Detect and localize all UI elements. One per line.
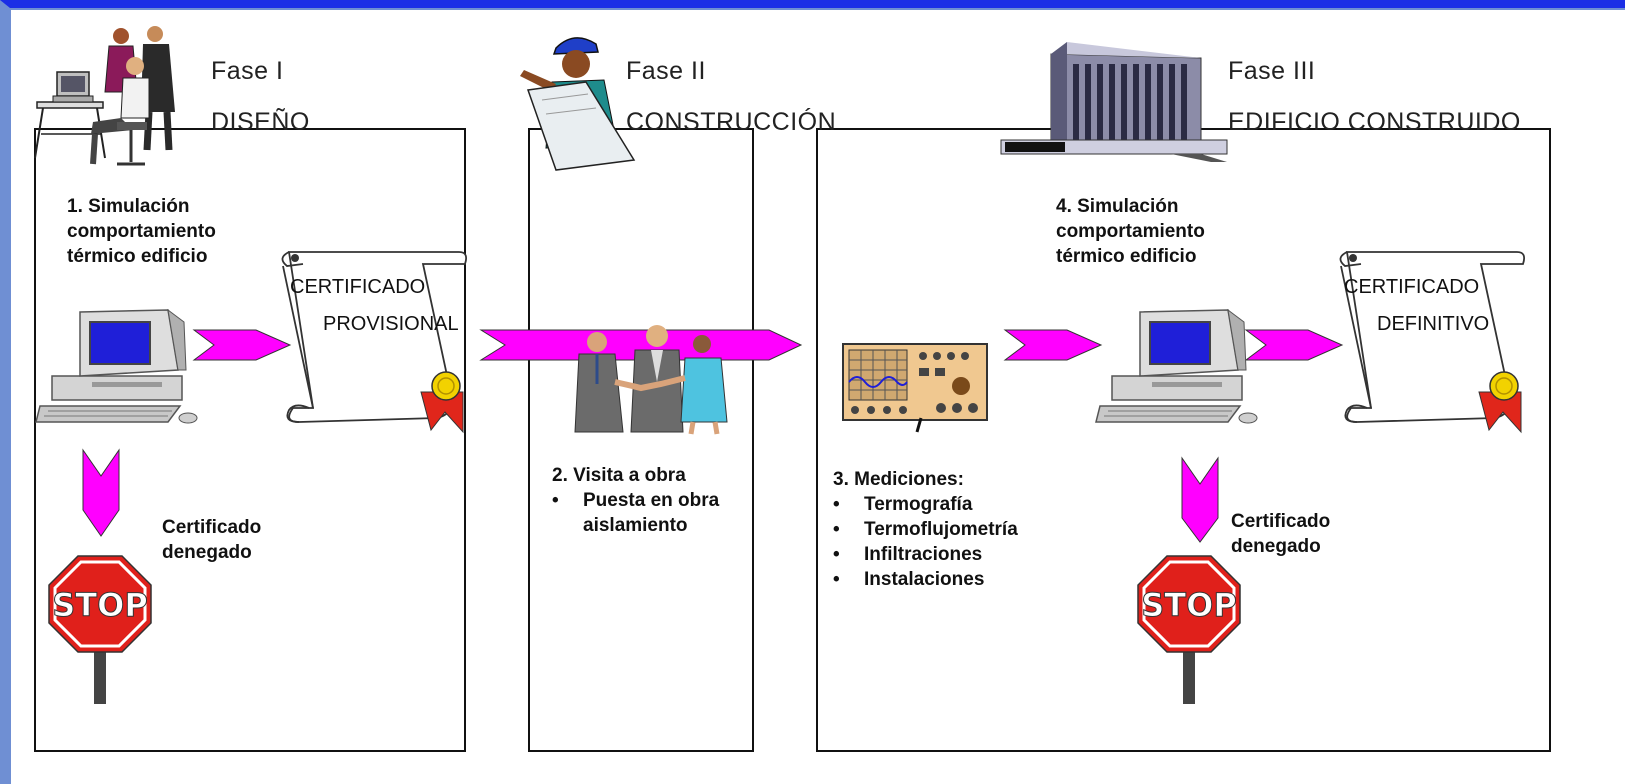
stop-sign-icon: STOP: [48, 555, 152, 704]
step-4-line-1: 4. Simulación: [1056, 196, 1179, 217]
office-building-icon: [1000, 42, 1228, 162]
phase-2-name: CONSTRUCCIÓN: [626, 108, 837, 136]
phase-3-label: Fase III: [1228, 57, 1316, 85]
cert-provisional-line-1: CERTIFICADO: [290, 276, 426, 298]
stop-sign-text-1: STOP: [52, 586, 148, 624]
certificate-scroll-icon: [281, 251, 468, 434]
phase-1-label: Fase I: [211, 57, 284, 85]
office-workers-icon: [34, 26, 175, 166]
step-4-line-2: comportamiento: [1056, 221, 1205, 242]
computer-icon: [35, 308, 198, 424]
handshake-people-icon: [574, 325, 728, 435]
step-2-bullets: Puesta en obra: [552, 488, 719, 513]
phase-1-box: [34, 128, 466, 752]
denied-1-line-2: denegado: [162, 542, 252, 563]
denied-2-text: Certificado denegado: [1231, 509, 1330, 559]
cert-definitivo-line-1: CERTIFICADO: [1344, 276, 1480, 298]
step-4-line-3: térmico edificio: [1056, 246, 1197, 267]
step-4-text: 4. Simulación comportamiento térmico edi…: [1056, 194, 1205, 269]
step-3-title: 3. Mediciones:: [833, 469, 964, 490]
cert-provisional-line-2: PROVISIONAL: [323, 313, 459, 335]
diagram-canvas: Fase I DISEÑO Fase II CONSTRUCCIÓN Fase …: [11, 10, 1625, 784]
step-3-bullet: Instalaciones: [833, 567, 1018, 592]
step-2-bullet-continuation: aislamiento: [583, 515, 688, 536]
phase-2-box: [528, 128, 754, 752]
stop-sign-icon: STOP: [1137, 555, 1241, 704]
step-1-line-1: 1. Simulación: [67, 196, 190, 217]
step-3-bullet: Termografía: [833, 492, 1018, 517]
denied-2-line-1: Certificado: [1231, 511, 1331, 532]
step-3-text: 3. Mediciones: Termografía Termoflujomet…: [833, 467, 1018, 592]
step-3-bullets: Termografía Termoflujometría Infiltracio…: [833, 492, 1018, 592]
construction-worker-icon: [520, 37, 636, 171]
step-3-bullet: Infiltraciones: [833, 542, 1018, 567]
computer-icon: [1095, 308, 1258, 424]
stop-sign-text-2: STOP: [1141, 586, 1237, 624]
arrow-right-long: [479, 329, 803, 361]
phase-3-name: EDIFICIO CONSTRUIDO: [1228, 108, 1521, 136]
arrow-down-1: [82, 448, 120, 537]
step-1-line-3: térmico edificio: [67, 246, 208, 267]
step-2-text: 2. Visita a obra Puesta en obra aislamie…: [552, 463, 719, 538]
denied-1-line-1: Certificado: [162, 517, 262, 538]
arrow-down-2: [1181, 456, 1219, 543]
denied-1-text: Certificado denegado: [162, 515, 261, 565]
step-3-bullet: Termoflujometría: [833, 517, 1018, 542]
step-2-bullet: Puesta en obra: [552, 488, 719, 513]
phase-1-name: DISEÑO: [211, 108, 310, 136]
step-1-text: 1. Simulación comportamiento térmico edi…: [67, 194, 216, 269]
phase-2-label: Fase II: [626, 57, 706, 85]
arrow-right-1: [192, 329, 292, 361]
arrow-right-4: [1244, 329, 1344, 361]
denied-2-line-2: denegado: [1231, 536, 1321, 557]
step-2-title: 2. Visita a obra: [552, 465, 686, 486]
cert-definitivo-line-2: DEFINITIVO: [1377, 313, 1490, 335]
arrow-right-3: [1003, 329, 1103, 361]
certificate-scroll-icon: [1339, 251, 1526, 434]
step-1-line-2: comportamiento: [67, 221, 216, 242]
measurement-instrument-icon: [842, 343, 988, 433]
